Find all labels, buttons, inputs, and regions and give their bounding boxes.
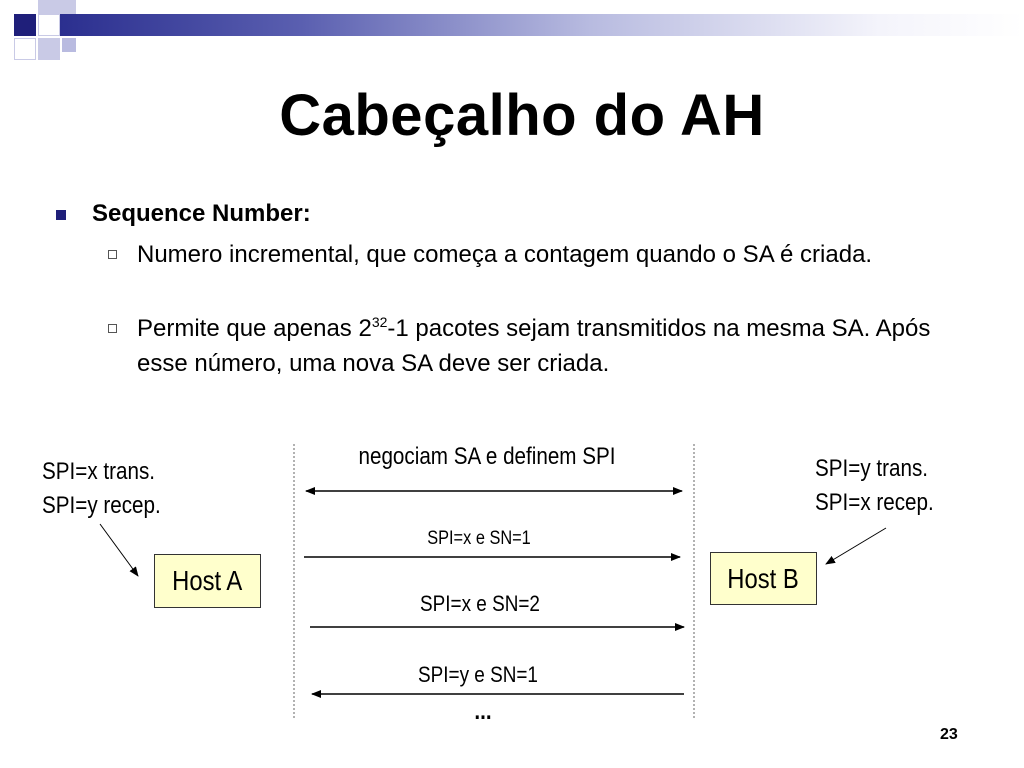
deco-square xyxy=(62,38,76,52)
bullet-level1: Sequence Number: xyxy=(92,200,311,227)
left-note-line: SPI=y recep. xyxy=(42,492,161,519)
deco-square xyxy=(60,0,76,14)
host-a-box: Host A xyxy=(154,554,261,608)
message-label-2: SPI=x e SN=2 xyxy=(420,591,540,616)
bullet-square-icon xyxy=(56,210,66,220)
bullet-level2-item: Permite que apenas 232-1 pacotes sejam t… xyxy=(137,311,977,381)
left-note-line: SPI=x trans. xyxy=(42,458,155,485)
right-spi-note: SPI=y trans. SPI=x recep. xyxy=(815,452,934,520)
host-b-label: Host B xyxy=(727,562,800,594)
right-note-line: SPI=y trans. xyxy=(815,455,928,482)
message-label-3: SPI=y e SN=1 xyxy=(418,662,538,687)
message-label-1: SPI=x e SN=1 xyxy=(427,528,531,549)
slide-title: Cabeçalho do AH xyxy=(279,83,765,148)
sub-bullet-box-icon xyxy=(108,324,117,333)
bullet-superscript: 32 xyxy=(371,314,388,330)
bullet-text: Numero incremental, que começa a contage… xyxy=(137,241,873,268)
header-gradient-bar xyxy=(60,14,1024,36)
deco-square xyxy=(38,14,60,36)
deco-square xyxy=(14,38,36,60)
right-note-line: SPI=x recep. xyxy=(815,489,934,516)
deco-square xyxy=(38,0,60,14)
message-label-negotiate: negociam SA e definem SPI xyxy=(358,443,616,470)
host-a-label: Host A xyxy=(172,565,243,596)
ellipsis: ... xyxy=(474,698,492,725)
deco-square xyxy=(38,38,60,60)
host-b-box: Host B xyxy=(710,552,817,605)
bullet-text-before: Permite que apenas 2 xyxy=(137,315,372,342)
pointer-left xyxy=(99,523,139,577)
sub-bullet-box-icon xyxy=(108,250,117,259)
deco-square xyxy=(14,14,36,36)
left-spi-note: SPI=x trans. SPI=y recep. xyxy=(42,455,161,523)
bullet-text-after: -1 pacotes sejam transmitidos na mesma S… xyxy=(137,315,931,377)
pointer-right xyxy=(825,527,887,565)
bullet-level2-item: Numero incremental, que começa a contage… xyxy=(137,237,977,272)
page-number: 23 xyxy=(940,726,958,743)
